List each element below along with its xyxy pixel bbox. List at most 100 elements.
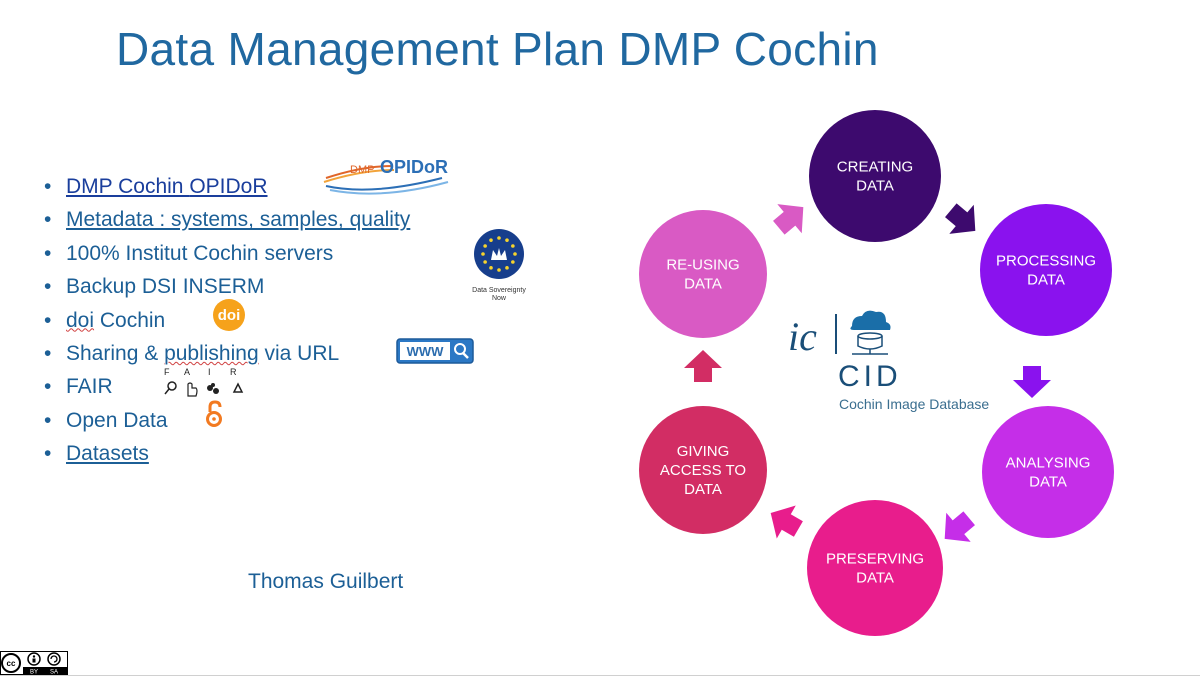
bullet-dot: •	[44, 241, 52, 265]
svg-text:cc: cc	[7, 659, 16, 668]
cycle-node-label: DATA	[684, 276, 722, 293]
cycle-node-preserving: PRESERVING DATA	[807, 500, 943, 636]
doi-rest: Cochin	[94, 308, 166, 332]
bullet-item-servers: • 100% Institut Cochin servers	[44, 237, 410, 270]
bullet-dot: •	[44, 208, 52, 232]
sa-icon	[47, 652, 61, 666]
opidor-big-text: OPIDoR	[380, 157, 448, 177]
cycle-node-circle	[807, 500, 943, 636]
eu-star	[489, 238, 493, 242]
cycle-node-label: DATA	[684, 481, 722, 498]
cycle-node-label: ANALYSING	[1006, 455, 1091, 472]
fair-letter-a: A	[184, 367, 190, 377]
cycle-node-analysing: ANALYSING DATA	[982, 406, 1114, 538]
www-search-icon[interactable]: WWW	[396, 338, 474, 364]
bullet-dot: •	[44, 175, 52, 198]
eu-star	[483, 260, 487, 264]
cycle-node-label: DATA	[1027, 272, 1065, 289]
cycle-arrow-5	[684, 350, 722, 382]
data-lifecycle-diagram: CREATINGDATAPROCESSINGDATAANALYSINGDATAP…	[639, 110, 1114, 636]
opidor-link-text[interactable]: OPIDoR	[189, 175, 268, 198]
eu-star	[497, 268, 501, 272]
eu-star	[511, 244, 515, 248]
cycle-node-label: PRESERVING	[826, 551, 924, 568]
opidor-small-text: DMP	[350, 164, 374, 176]
cycle-node-circle	[982, 406, 1114, 538]
servers-text: 100% Institut Cochin servers	[66, 241, 334, 265]
cycle-node-label: CREATING	[837, 159, 913, 176]
cycle-node-label: DATA	[856, 178, 894, 195]
cycle-node-circle	[639, 210, 767, 338]
eu-star	[505, 238, 509, 242]
fair-icons: F A I R	[164, 367, 244, 397]
cycle-node-circle	[980, 204, 1112, 336]
cycle-node-processing: PROCESSING DATA	[980, 204, 1112, 336]
cycle-arrow-4	[770, 505, 803, 539]
backup-text: Backup DSI INSERM	[66, 275, 265, 299]
doi-word: doi	[66, 308, 95, 332]
cycle-node-label: DATA	[1029, 474, 1067, 491]
cid-name: CID	[838, 360, 902, 393]
cycle-arrow-1	[945, 203, 976, 234]
cycle-node-creating: CREATING DATA	[809, 110, 941, 242]
bullet-dot: •	[44, 308, 52, 332]
dmp-opidor-logo[interactable]: DMP OPIDoR	[322, 152, 456, 196]
cycle-arrow-3	[944, 511, 975, 542]
fair-text: FAIR	[66, 375, 113, 399]
datasets-link[interactable]: Datasets	[66, 442, 149, 466]
bullet-item-sharing: • Sharing & publishing via URL	[44, 337, 410, 370]
bullet-dot: •	[44, 375, 52, 399]
bullet-dot: •	[44, 341, 52, 365]
fair-letter-r: R	[230, 367, 237, 377]
eu-star	[511, 260, 515, 264]
bullet-item-doi: • doi Cochin	[44, 304, 410, 337]
fair-letter-i: I	[208, 367, 211, 377]
sharing-rest: via URL	[258, 341, 340, 365]
data-sovereignty-caption: Data Sovereignty Now	[472, 287, 526, 302]
dmp-cochin-link-text[interactable]: DMP Cochin	[66, 175, 190, 198]
metadata-link[interactable]: Metadata : systems, samples, quality	[66, 208, 411, 232]
cycle-node-label: DATA	[856, 570, 894, 587]
gears-icon	[207, 383, 219, 394]
cycle-node-circle	[639, 406, 767, 534]
bullet-item-backup: • Backup DSI INSERM	[44, 270, 410, 303]
publishing-word: publishing	[164, 341, 259, 365]
www-text: WWW	[407, 344, 445, 359]
hand-pointer-icon	[187, 382, 198, 397]
eu-star	[505, 266, 509, 270]
page-title: Data Management Plan DMP Cochin	[116, 23, 879, 75]
cc-by-sa-badge[interactable]: cc BY SA	[0, 651, 68, 675]
eu-star	[513, 252, 517, 256]
cycle-node-circle	[809, 110, 941, 242]
fair-letter-f: F	[164, 367, 170, 377]
open-access-icon	[206, 400, 222, 427]
bottom-rule	[0, 675, 1200, 676]
cycle-node-label: RE-USING	[666, 257, 739, 274]
bullet-dot: •	[44, 275, 52, 299]
author-name: Thomas Guilbert	[248, 570, 404, 593]
bullet-item-fair: •FAIR	[44, 370, 410, 403]
doi-logo[interactable]: doi	[212, 298, 246, 332]
doi-logo-text: doi	[218, 307, 241, 324]
cycle-arrow-2	[1013, 366, 1051, 398]
eu-star	[489, 266, 493, 270]
bullet-item-metadata: • Metadata : systems, samples, quality	[44, 203, 410, 236]
cc-sa-text: SA	[50, 670, 58, 676]
cycle-node-reusing: RE-USING DATA	[639, 210, 767, 338]
bullet-dot: •	[44, 408, 52, 432]
dmp-cochin-link[interactable]: DMP Cochin OPIDoR	[66, 175, 268, 198]
bullet-dot: •	[44, 442, 52, 466]
bullet-item-datasets: • Datasets	[44, 437, 410, 470]
cc-by-text: BY	[30, 670, 38, 676]
eu-star	[481, 252, 485, 256]
open-data-text: Open Data	[66, 408, 168, 432]
cycle-node-label: PROCESSING	[996, 253, 1096, 270]
bullet-item-dmp-cochin: • DMP Cochin OPIDoR	[44, 170, 410, 203]
cid-subtitle: Cochin Image Database	[839, 396, 990, 412]
sharing-prefix: Sharing &	[66, 341, 165, 365]
bullet-list: • DMP Cochin OPIDoR • Metadata : systems, …	[44, 170, 410, 471]
cc-icon	[1, 653, 21, 673]
cid-logo: ic	[788, 310, 891, 359]
data-sovereignty-logo: Data Sovereignty Now	[468, 228, 530, 304]
ic-mark: ic	[788, 314, 817, 359]
